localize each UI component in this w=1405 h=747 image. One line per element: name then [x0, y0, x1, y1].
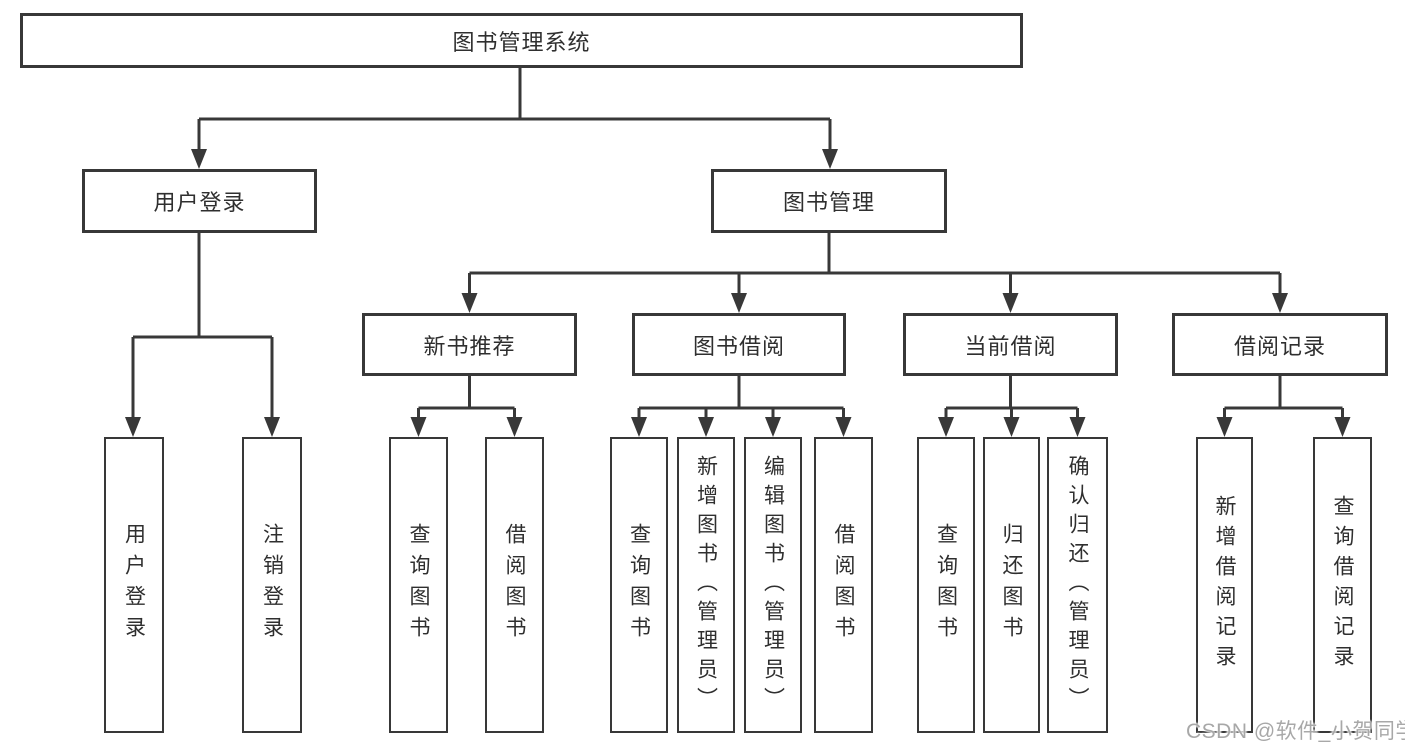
node-current-borrowing: 当前借阅	[903, 313, 1118, 376]
csdn-watermark: CSDN @软件_小贺同学	[1186, 720, 1405, 743]
leaf-label: 注销登录	[260, 523, 284, 647]
leaf-label: 归还图书	[1000, 523, 1023, 647]
leaf-user-login: 用户登录	[104, 437, 164, 733]
node-label: 当前借阅	[964, 333, 1057, 359]
leaf-query-borrow-record: 查询借阅记录	[1313, 437, 1372, 733]
leaf-borrow-books: 借阅图书	[814, 437, 873, 733]
leaf-return-books: 归还图书	[983, 437, 1040, 733]
leaf-label: 确认归还（管理员）	[1066, 454, 1089, 716]
leaf-label: 新增图书（管理员）	[694, 454, 718, 716]
leaf-query-books: 查询图书	[610, 437, 668, 733]
leaf-label: 借阅图书	[503, 523, 526, 647]
node-library-management-system: 图书管理系统	[20, 13, 1023, 68]
node-book-management: 图书管理	[711, 169, 947, 233]
leaf-label: 查询图书	[934, 523, 958, 647]
node-new-book-recommendation: 新书推荐	[362, 313, 577, 376]
leaf-label: 用户登录	[122, 523, 146, 647]
leaf-logout: 注销登录	[242, 437, 302, 733]
node-label: 图书借阅	[692, 333, 785, 359]
leaf-label: 新增借阅记录	[1213, 495, 1236, 675]
node-label: 图书管理系统	[452, 29, 591, 55]
leaf-query-books: 查询图书	[389, 437, 448, 733]
leaf-label: 查询图书	[627, 523, 651, 647]
leaf-add-borrow-record: 新增借阅记录	[1196, 437, 1253, 733]
leaf-label: 查询借阅记录	[1331, 495, 1354, 675]
leaf-label: 编辑图书（管理员）	[761, 454, 785, 716]
node-label: 图书管理	[782, 190, 875, 215]
leaf-edit-books-admin: 编辑图书（管理员）	[744, 437, 802, 733]
node-user-login: 用户登录	[82, 169, 317, 233]
leaf-label: 借阅图书	[832, 523, 855, 647]
leaf-query-books: 查询图书	[917, 437, 975, 733]
node-label: 用户登录	[153, 190, 246, 215]
leaf-confirm-return-admin: 确认归还（管理员）	[1047, 437, 1108, 733]
node-label: 借阅记录	[1233, 333, 1326, 359]
node-book-borrowing: 图书借阅	[632, 313, 846, 376]
leaf-label: 查询图书	[407, 523, 430, 647]
leaf-add-books-admin: 新增图书（管理员）	[677, 437, 735, 733]
node-borrowing-records: 借阅记录	[1172, 313, 1388, 376]
node-label: 新书推荐	[423, 333, 516, 359]
leaf-borrow-books: 借阅图书	[485, 437, 544, 733]
